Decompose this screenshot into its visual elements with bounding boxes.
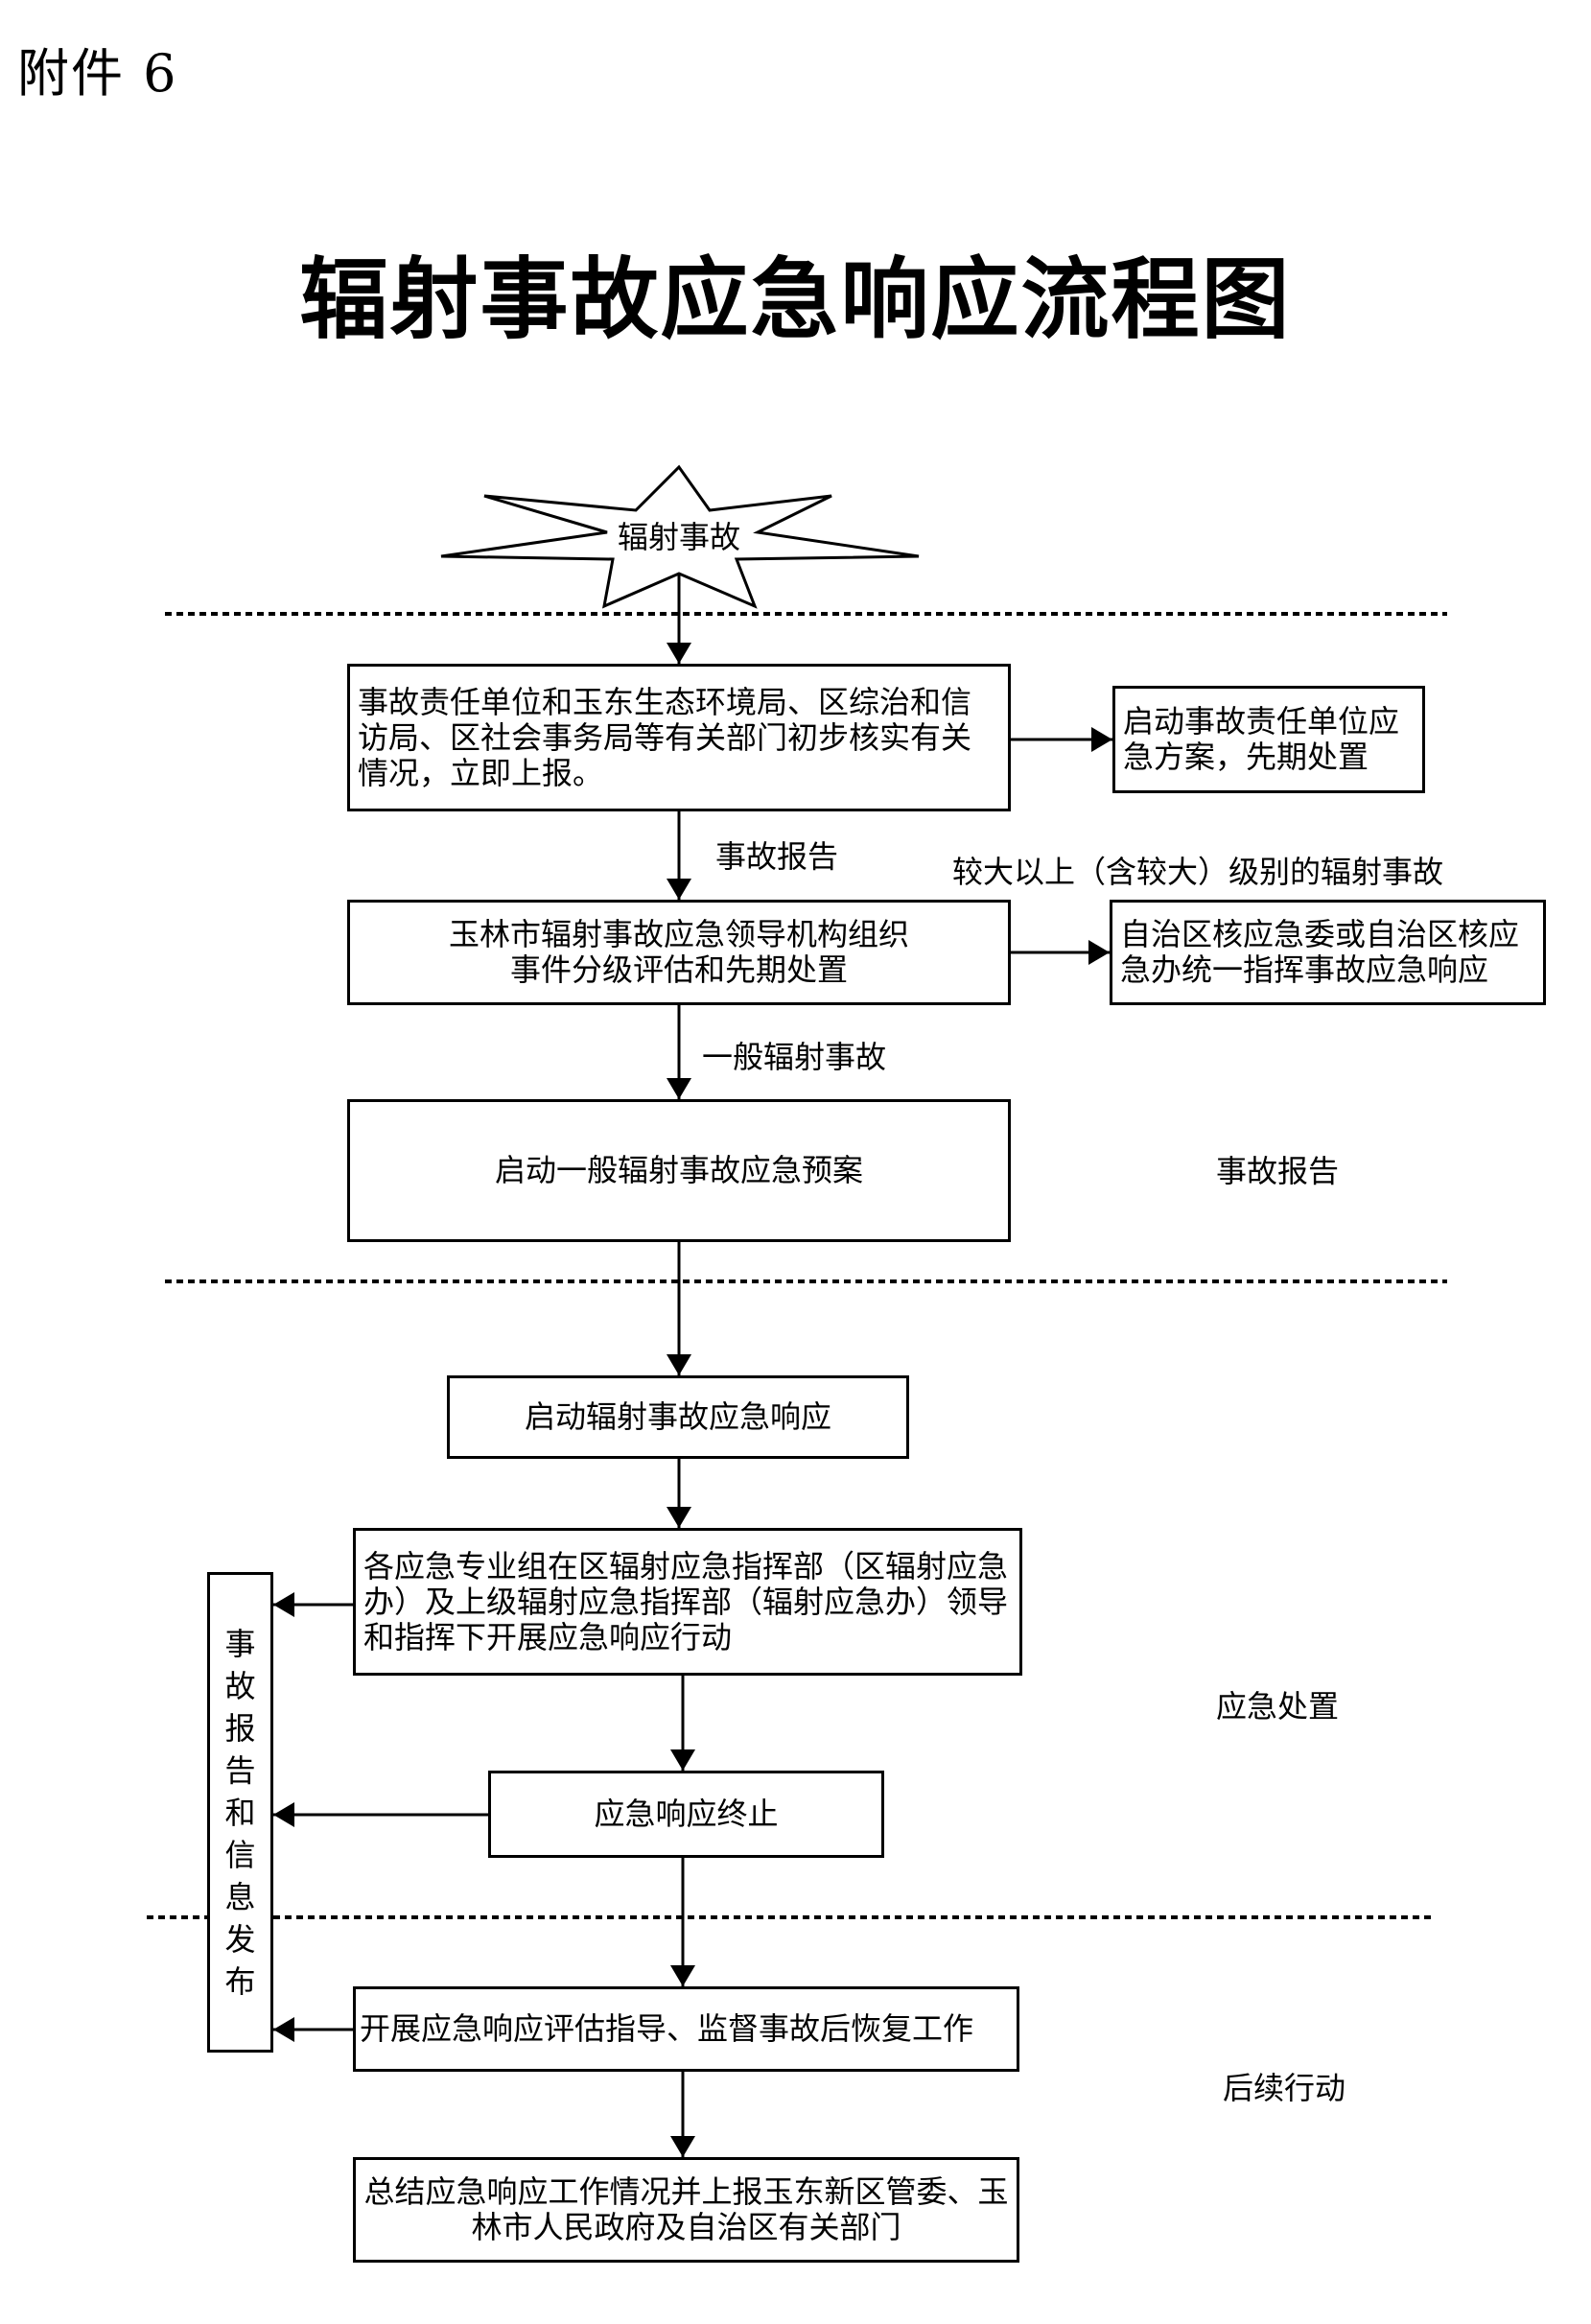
attachment-label: 附件 6 bbox=[17, 43, 178, 104]
box-unit-plan-text: 启动事故责任单位应急方案，先期处置 bbox=[1123, 703, 1400, 775]
box-summary: 总结应急响应工作情况并上报玉东新区管委、玉林市人民政府及自治区有关部门 bbox=[353, 2157, 1019, 2263]
box-field-action: 各应急专业组在区辐射应急指挥部（区辐射应急办）及上级辐射应急指挥部（辐射应急办）… bbox=[353, 1528, 1022, 1676]
start-node-label: 辐射事故 bbox=[617, 519, 740, 555]
edge-label-general: 一般辐射事故 bbox=[702, 1039, 887, 1075]
phase-label-report: 事故报告 bbox=[1216, 1153, 1340, 1189]
box-evaluation-text: 开展应急响应评估指导、监督事故后恢复工作 bbox=[360, 2010, 974, 2047]
edge-label-major: 较大以上（含较大）级别的辐射事故 bbox=[952, 854, 1444, 890]
box-city-assessment-line2: 事件分级评估和先期处置 bbox=[509, 951, 848, 988]
box-region-command-text: 自治区核应急委或自治区核应急办统一指挥事故应急响应 bbox=[1120, 916, 1520, 988]
side-box-char: 布 bbox=[224, 1962, 256, 2000]
box-response-end: 应急响应终止 bbox=[488, 1771, 884, 1858]
side-box-reporting-publication: 事 故 报 告 和 信 息 发 布 bbox=[207, 1572, 273, 2053]
box-evaluation: 开展应急响应评估指导、监督事故后恢复工作 bbox=[353, 1986, 1019, 2072]
side-box-char: 信 bbox=[224, 1836, 256, 1873]
box-unit-plan: 启动事故责任单位应急方案，先期处置 bbox=[1112, 686, 1425, 793]
page-title: 辐射事故应急响应流程图 bbox=[299, 248, 1292, 351]
box-summary-text: 总结应急响应工作情况并上报玉东新区管委、玉林市人民政府及自治区有关部门 bbox=[363, 2173, 1009, 2245]
box-region-command: 自治区核应急委或自治区核应急办统一指挥事故应急响应 bbox=[1110, 900, 1546, 1005]
box-response-end-text: 应急响应终止 bbox=[594, 1796, 779, 1832]
box-city-assessment-line1: 玉林市辐射事故应急领导机构组织 bbox=[448, 916, 909, 952]
side-box-char: 报 bbox=[224, 1709, 256, 1747]
box-general-plan-text: 启动一般辐射事故应急预案 bbox=[494, 1152, 863, 1188]
edge-label-report: 事故报告 bbox=[715, 838, 839, 875]
phase-label-disposal: 应急处置 bbox=[1216, 1688, 1340, 1725]
side-box-char: 故 bbox=[224, 1667, 256, 1704]
box-field-action-text: 各应急专业组在区辐射应急指挥部（区辐射应急办）及上级辐射应急指挥部（辐射应急办）… bbox=[363, 1547, 1009, 1655]
box-initial-report-text: 事故责任单位和玉东生态环境局、区综治和信访局、区社会事务局等有关部门初步核实有关… bbox=[358, 683, 972, 791]
box-city-assessment: 玉林市辐射事故应急领导机构组织 事件分级评估和先期处置 bbox=[347, 900, 1011, 1005]
phase-label-followup: 后续行动 bbox=[1223, 2070, 1346, 2106]
box-start-response-text: 启动辐射事故应急响应 bbox=[524, 1398, 831, 1435]
side-box-char: 息 bbox=[224, 1878, 256, 1915]
box-general-plan: 启动一般辐射事故应急预案 bbox=[347, 1099, 1011, 1242]
side-box-char: 和 bbox=[224, 1794, 256, 1831]
side-box-char: 发 bbox=[224, 1920, 256, 1958]
side-box-char: 事 bbox=[224, 1625, 256, 1662]
side-box-char: 告 bbox=[224, 1751, 256, 1789]
box-initial-report: 事故责任单位和玉东生态环境局、区综治和信访局、区社会事务局等有关部门初步核实有关… bbox=[347, 664, 1011, 811]
box-start-response: 启动辐射事故应急响应 bbox=[447, 1375, 909, 1459]
